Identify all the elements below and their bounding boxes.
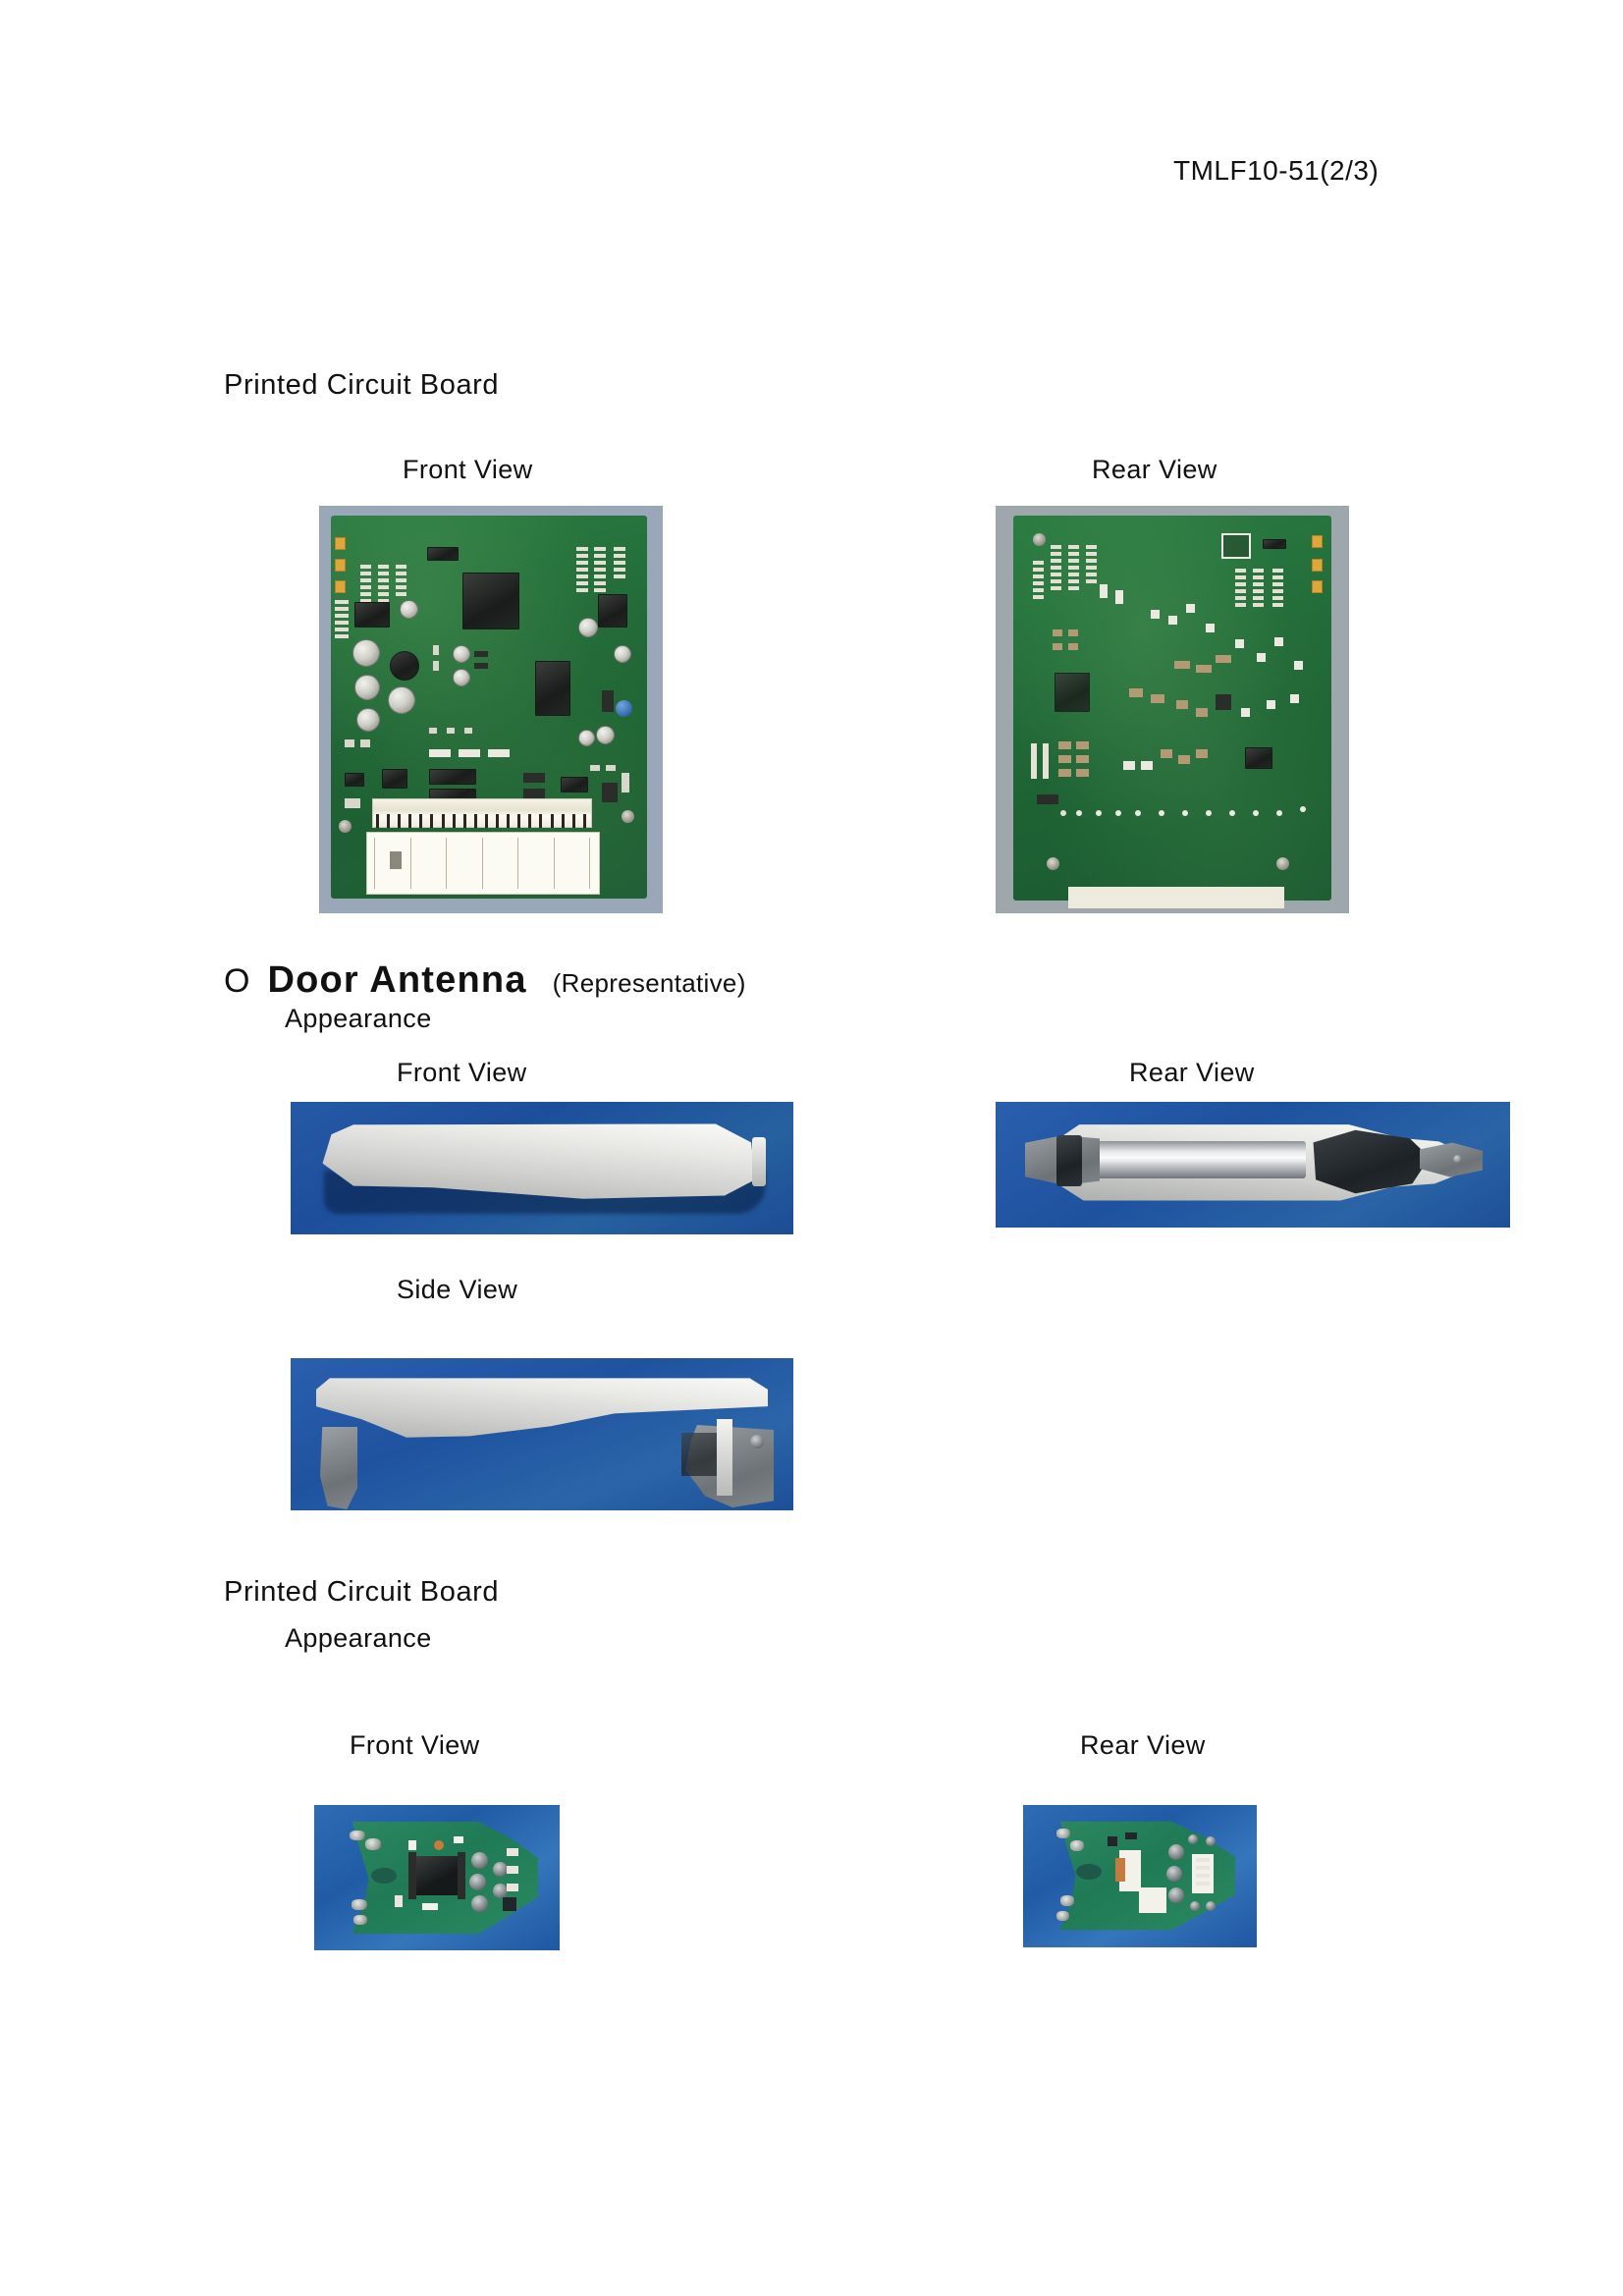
photo-ecu-board-rear: [996, 506, 1349, 913]
section-title-door-antenna: Door Antenna: [267, 959, 527, 1001]
view-label-handle-front: Front View: [397, 1058, 527, 1087]
view-label-handle-side: Side View: [397, 1275, 518, 1304]
photo-door-handle-side: [291, 1358, 793, 1510]
section-title-antenna-pcb: Printed Circuit Board: [224, 1576, 500, 1608]
photo-door-handle-front: [291, 1102, 793, 1234]
photo-ecu-board-front: [319, 506, 663, 913]
bullet-circle-icon: O: [224, 962, 250, 1000]
section-heading-door-antenna: O Door Antenna (Representative): [224, 959, 746, 1002]
section-title-ecu-pcb: Printed Circuit Board: [224, 369, 500, 401]
subtitle-door-antenna-appearance: Appearance: [285, 1004, 432, 1033]
photo-door-handle-rear: [996, 1102, 1510, 1228]
subtitle-antenna-pcb-appearance: Appearance: [285, 1623, 432, 1653]
section-note-representative: (Representative): [552, 968, 746, 998]
view-label-handle-rear: Rear View: [1129, 1058, 1255, 1087]
view-label-ecu-front: Front View: [403, 455, 533, 484]
photo-antenna-board-rear: [1023, 1805, 1257, 1947]
view-label-antenna-rear: Rear View: [1080, 1730, 1206, 1760]
photo-antenna-board-front: [314, 1805, 560, 1950]
document-code: TMLF10-51(2/3): [1173, 155, 1380, 186]
view-label-antenna-front: Front View: [350, 1730, 480, 1760]
view-label-ecu-rear: Rear View: [1092, 455, 1217, 484]
